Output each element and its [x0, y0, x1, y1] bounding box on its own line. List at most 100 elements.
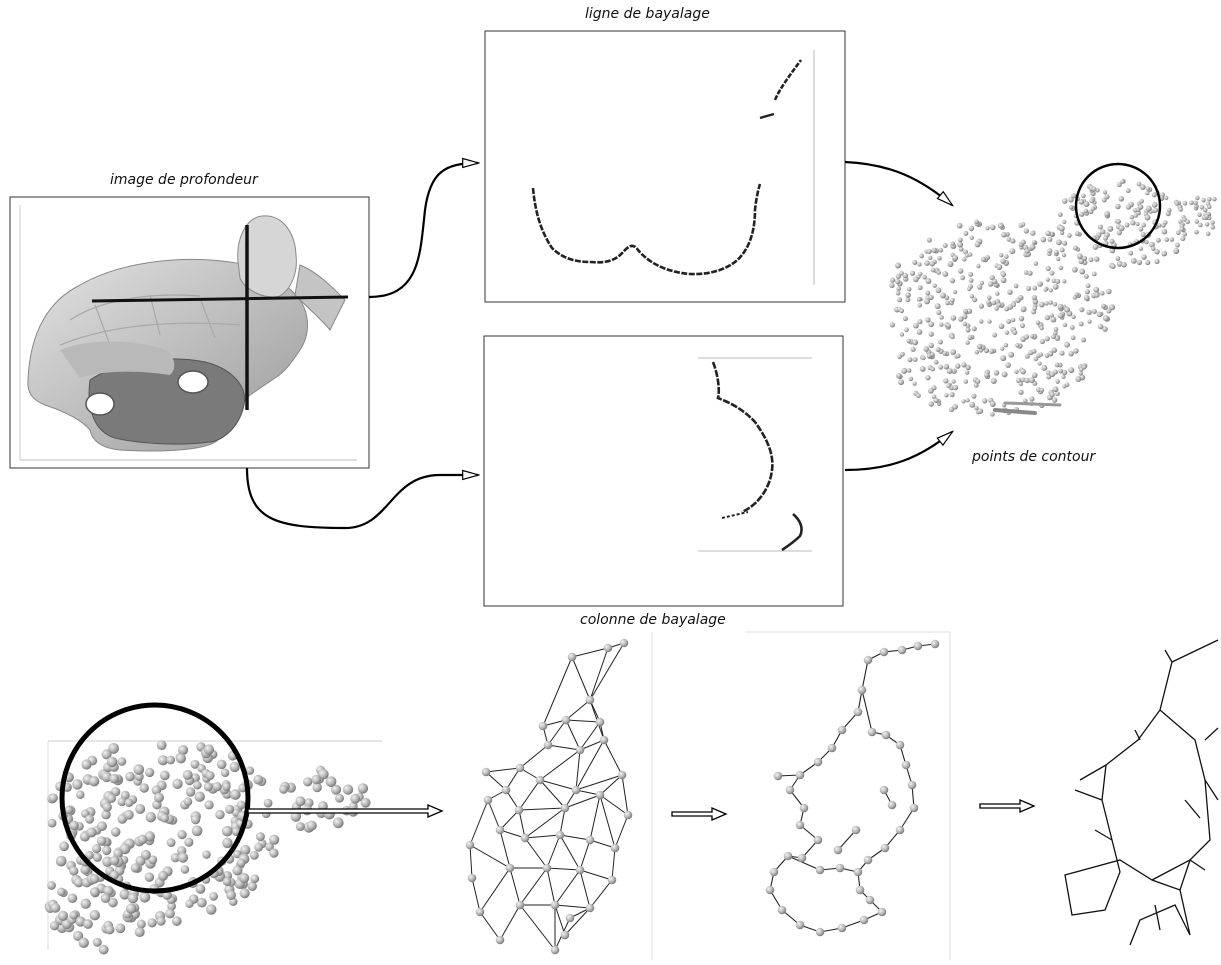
- graph-edge: [589, 642, 625, 701]
- contour-point: [951, 368, 957, 374]
- contour-point: [1023, 228, 1029, 234]
- contour-point: [965, 327, 971, 333]
- zoomed-point: [145, 767, 155, 778]
- contour-point: [1015, 297, 1021, 303]
- graph-edge: [599, 794, 629, 816]
- graph-node: [495, 935, 505, 945]
- zoomed-point: [133, 764, 145, 775]
- contour-point: [1161, 223, 1166, 228]
- graph-node: [865, 895, 875, 905]
- graph-node: [585, 695, 595, 705]
- contour-point: [1049, 392, 1055, 398]
- contour-point: [964, 370, 970, 375]
- contour-point: [956, 222, 963, 229]
- contour-point: [1199, 205, 1205, 210]
- turtle-depth-image: [27, 215, 349, 452]
- contour-point: [974, 350, 979, 355]
- contour-point: [1087, 319, 1092, 324]
- graph-edge: [579, 839, 591, 871]
- zoomed-point: [239, 888, 250, 899]
- contour-points-cloud: [889, 178, 1217, 417]
- contour-point: [905, 297, 911, 303]
- contour-point: [944, 392, 949, 398]
- contour-point: [919, 253, 924, 259]
- contour-point: [928, 387, 934, 394]
- contour-point: [992, 278, 998, 285]
- graph-node: [930, 639, 940, 649]
- contour-point: [1125, 188, 1131, 194]
- zoomed-point: [245, 766, 255, 775]
- zoomed-point: [263, 798, 273, 808]
- contour-point: [996, 302, 1002, 308]
- contour-point: [895, 278, 901, 285]
- graph-edge: [546, 834, 561, 869]
- contour-point: [1020, 222, 1026, 227]
- graph-edge: [471, 877, 481, 913]
- contour-point: [1144, 214, 1151, 221]
- contour-point: [928, 321, 935, 328]
- zoomed-point: [57, 910, 69, 922]
- contour-point: [1062, 322, 1068, 328]
- zoomed-point: [139, 783, 149, 793]
- contour-point: [1024, 248, 1030, 254]
- contour-point: [1004, 254, 1009, 259]
- graph-node: [863, 855, 873, 865]
- contour-point: [1096, 311, 1103, 318]
- zoomed-point: [47, 818, 57, 828]
- contour-point: [977, 408, 984, 414]
- contour-point: [929, 261, 935, 267]
- graph-node: [607, 875, 617, 885]
- contour-point: [1193, 200, 1198, 206]
- contour-point: [1062, 279, 1067, 284]
- contour-point: [989, 224, 996, 231]
- contour-point: [1056, 256, 1061, 262]
- graph-node: [550, 945, 560, 955]
- graph-node: [813, 757, 823, 767]
- zoomed-point: [147, 918, 157, 928]
- contour-point: [904, 327, 909, 333]
- zoomed-point: [269, 848, 279, 858]
- contour-point: [976, 343, 983, 350]
- contour-point: [1000, 258, 1006, 264]
- contour-point: [1057, 212, 1063, 217]
- graph-edge: [571, 647, 609, 658]
- zoomed-point: [69, 820, 79, 831]
- zoomed-point: [101, 771, 112, 783]
- contour-point: [1101, 303, 1106, 309]
- contour-point: [982, 398, 988, 404]
- contour-point: [918, 271, 923, 277]
- contour-point: [1136, 259, 1143, 266]
- graph-node: [907, 780, 917, 790]
- graph-edge: [554, 869, 581, 906]
- zoomed-point: [269, 834, 280, 845]
- zoomed-point: [105, 925, 115, 935]
- graph-node: [797, 853, 807, 863]
- contour-point: [1139, 198, 1144, 204]
- graph-edge: [499, 809, 520, 831]
- zoomed-point: [80, 898, 91, 909]
- contour-point: [1201, 197, 1206, 203]
- contour-point: [1130, 220, 1136, 226]
- contour-point: [1164, 237, 1170, 242]
- contour-point: [1070, 335, 1076, 341]
- contour-segment: [1003, 401, 1062, 407]
- contour-point: [928, 331, 934, 337]
- contour-point: [1120, 179, 1125, 184]
- zoomed-point: [350, 793, 361, 804]
- contour-point: [1026, 286, 1032, 291]
- contour-point: [950, 315, 957, 321]
- contour-point: [1068, 367, 1075, 374]
- graph-edge: [518, 807, 566, 811]
- contour-point: [1054, 335, 1061, 341]
- contour-point: [1210, 224, 1216, 230]
- contour-point: [917, 285, 923, 291]
- zoomed-point: [89, 874, 100, 884]
- graph-edge: [564, 794, 601, 809]
- graph-node: [595, 717, 605, 727]
- contour-point: [938, 339, 943, 345]
- zoomed-point: [55, 855, 67, 867]
- graph-edge: [485, 771, 507, 791]
- contour-point: [1007, 289, 1013, 295]
- contour-point: [1047, 351, 1054, 357]
